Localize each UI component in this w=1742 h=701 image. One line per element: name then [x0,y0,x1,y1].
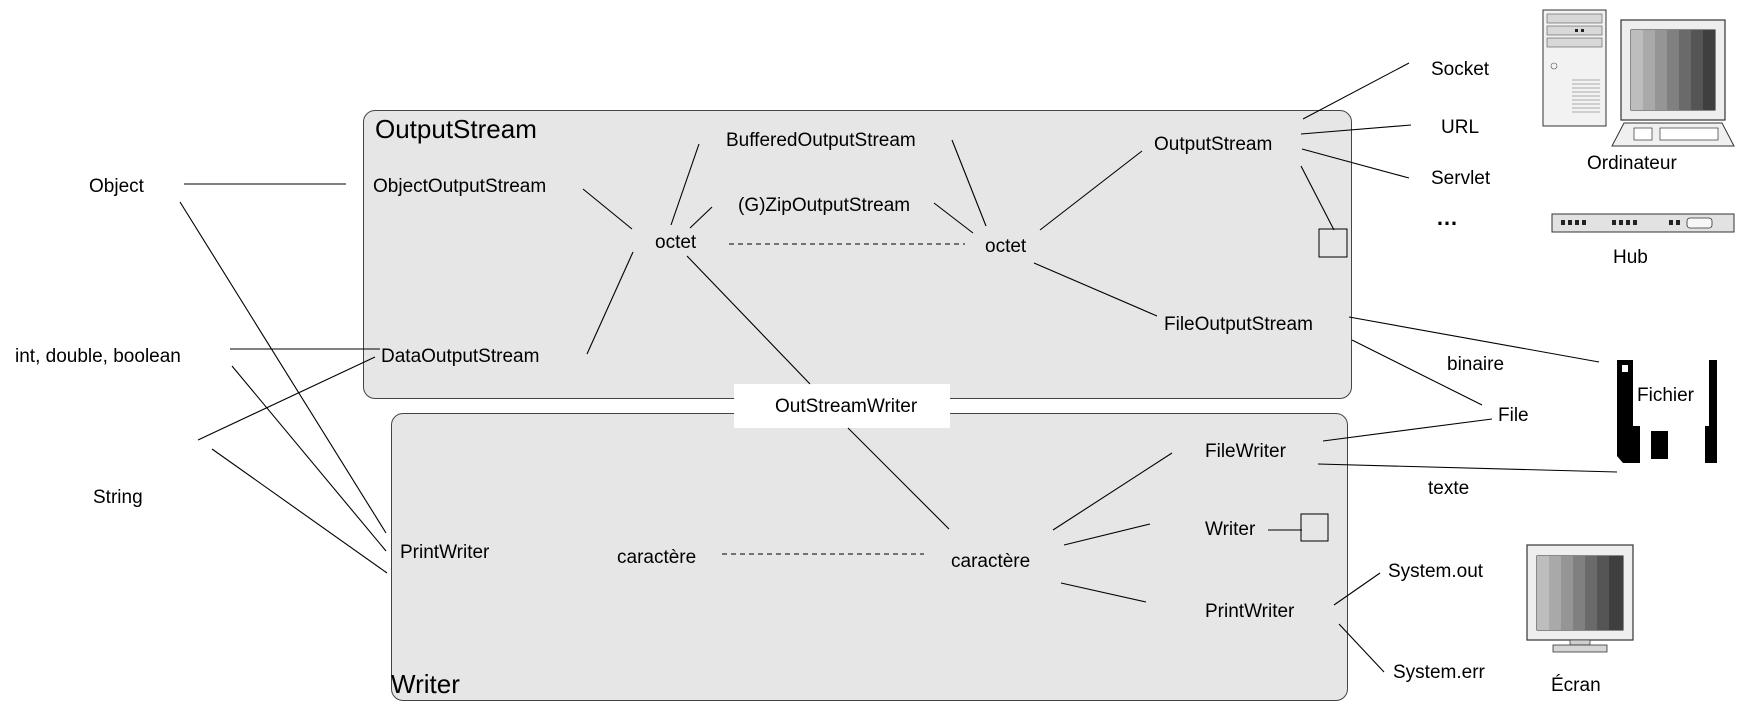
edge-outputstream-square [1300,165,1335,231]
class-square-icon [1318,228,1348,258]
edge-outputstream-servlet [1301,148,1410,179]
monitor-icon [1526,544,1634,653]
url-label: URL [1441,117,1480,138]
edge-dataoutputstream-octet [586,251,634,355]
computer-label: Ordinateur [1587,153,1677,174]
printwriter-left-label: PrintWriter [400,542,490,563]
bridge-label-background [734,384,950,428]
ellipsis-label: … [1436,205,1458,230]
dataoutputstream-label: DataOutputStream [381,346,540,367]
computer-icon [1542,9,1735,147]
edge-zip-octet [689,206,713,229]
servlet-label: Servlet [1431,168,1491,189]
outputstream-box-title: OutputStream [375,114,537,144]
edge-octet-outputstream [1039,150,1143,231]
outstreamwriter-label: OutStreamWriter [775,396,918,417]
edge-buffered-octet-right [951,139,987,227]
caractere-right-label: caractère [951,551,1031,572]
edge-printwriter-systemout [1333,572,1381,606]
hub-icon [1551,213,1735,233]
bufferedoutputstream-label: BufferedOutputStream [726,130,916,151]
edge-filewriter-fichier [1317,463,1618,473]
system-out-label: System.out [1388,561,1484,582]
octet-left-label: octet [655,232,697,253]
filewriter-label: FileWriter [1205,441,1286,462]
socket-label: Socket [1431,59,1490,80]
edge-caractere-filewriter [1052,452,1173,531]
hub-label: Hub [1613,247,1648,268]
edge-outputstream-socket [1302,62,1410,120]
edge-string-printwriter [211,448,388,574]
object-input-label: Object [89,176,144,197]
edge-outputstream-url [1300,124,1412,135]
binaire-label: binaire [1447,354,1505,375]
edge-octet-outstreamwriter [686,255,811,385]
ecran-label: Écran [1551,675,1601,696]
edge-objectoutputstream-octet [582,188,633,230]
edge-object-printwriter [179,201,387,534]
edge-octet-fileoutputstream [1033,262,1158,317]
file-label: File [1498,405,1529,426]
class-square-icon [1300,513,1329,542]
edge-zip-octet-right [933,202,974,234]
writer-box [391,413,1348,701]
outputstream-label: OutputStream [1154,134,1273,155]
edge-primitives-printwriter [231,365,387,552]
zipoutputstream-label: (G)ZipOutputStream [738,195,911,216]
edge-printwriter-systemerr [1338,623,1385,673]
edge-file-filewriter [1322,418,1493,442]
printwriter-right-label: PrintWriter [1205,601,1295,622]
edge-caractere-writer [1063,523,1151,546]
edge-buffered-octet [670,143,700,226]
octet-right-label: octet [985,236,1027,257]
edge-fileoutputstream-fichier [1348,316,1600,363]
texte-label: texte [1428,478,1470,499]
fichier-label: Fichier [1637,385,1695,406]
edge-string-dataoutputstream [197,356,376,441]
edge-outstreamwriter-caractere [847,427,950,530]
outputstream-box [363,110,1352,399]
system-err-label: System.err [1393,662,1485,683]
string-input-label: String [93,487,143,508]
floppy-disk-icon [1617,360,1717,463]
writer-box-title: Writer [391,669,460,699]
caractere-left-label: caractère [617,547,697,568]
objectoutputstream-label: ObjectOutputStream [373,176,547,197]
writer-label: Writer [1205,519,1256,540]
edge-caractere-printwriter [1060,582,1147,603]
primitives-input-label: int, double, boolean [15,346,181,367]
edge-fileoutputstream-file [1351,339,1483,406]
fileoutputstream-label: FileOutputStream [1164,314,1313,335]
